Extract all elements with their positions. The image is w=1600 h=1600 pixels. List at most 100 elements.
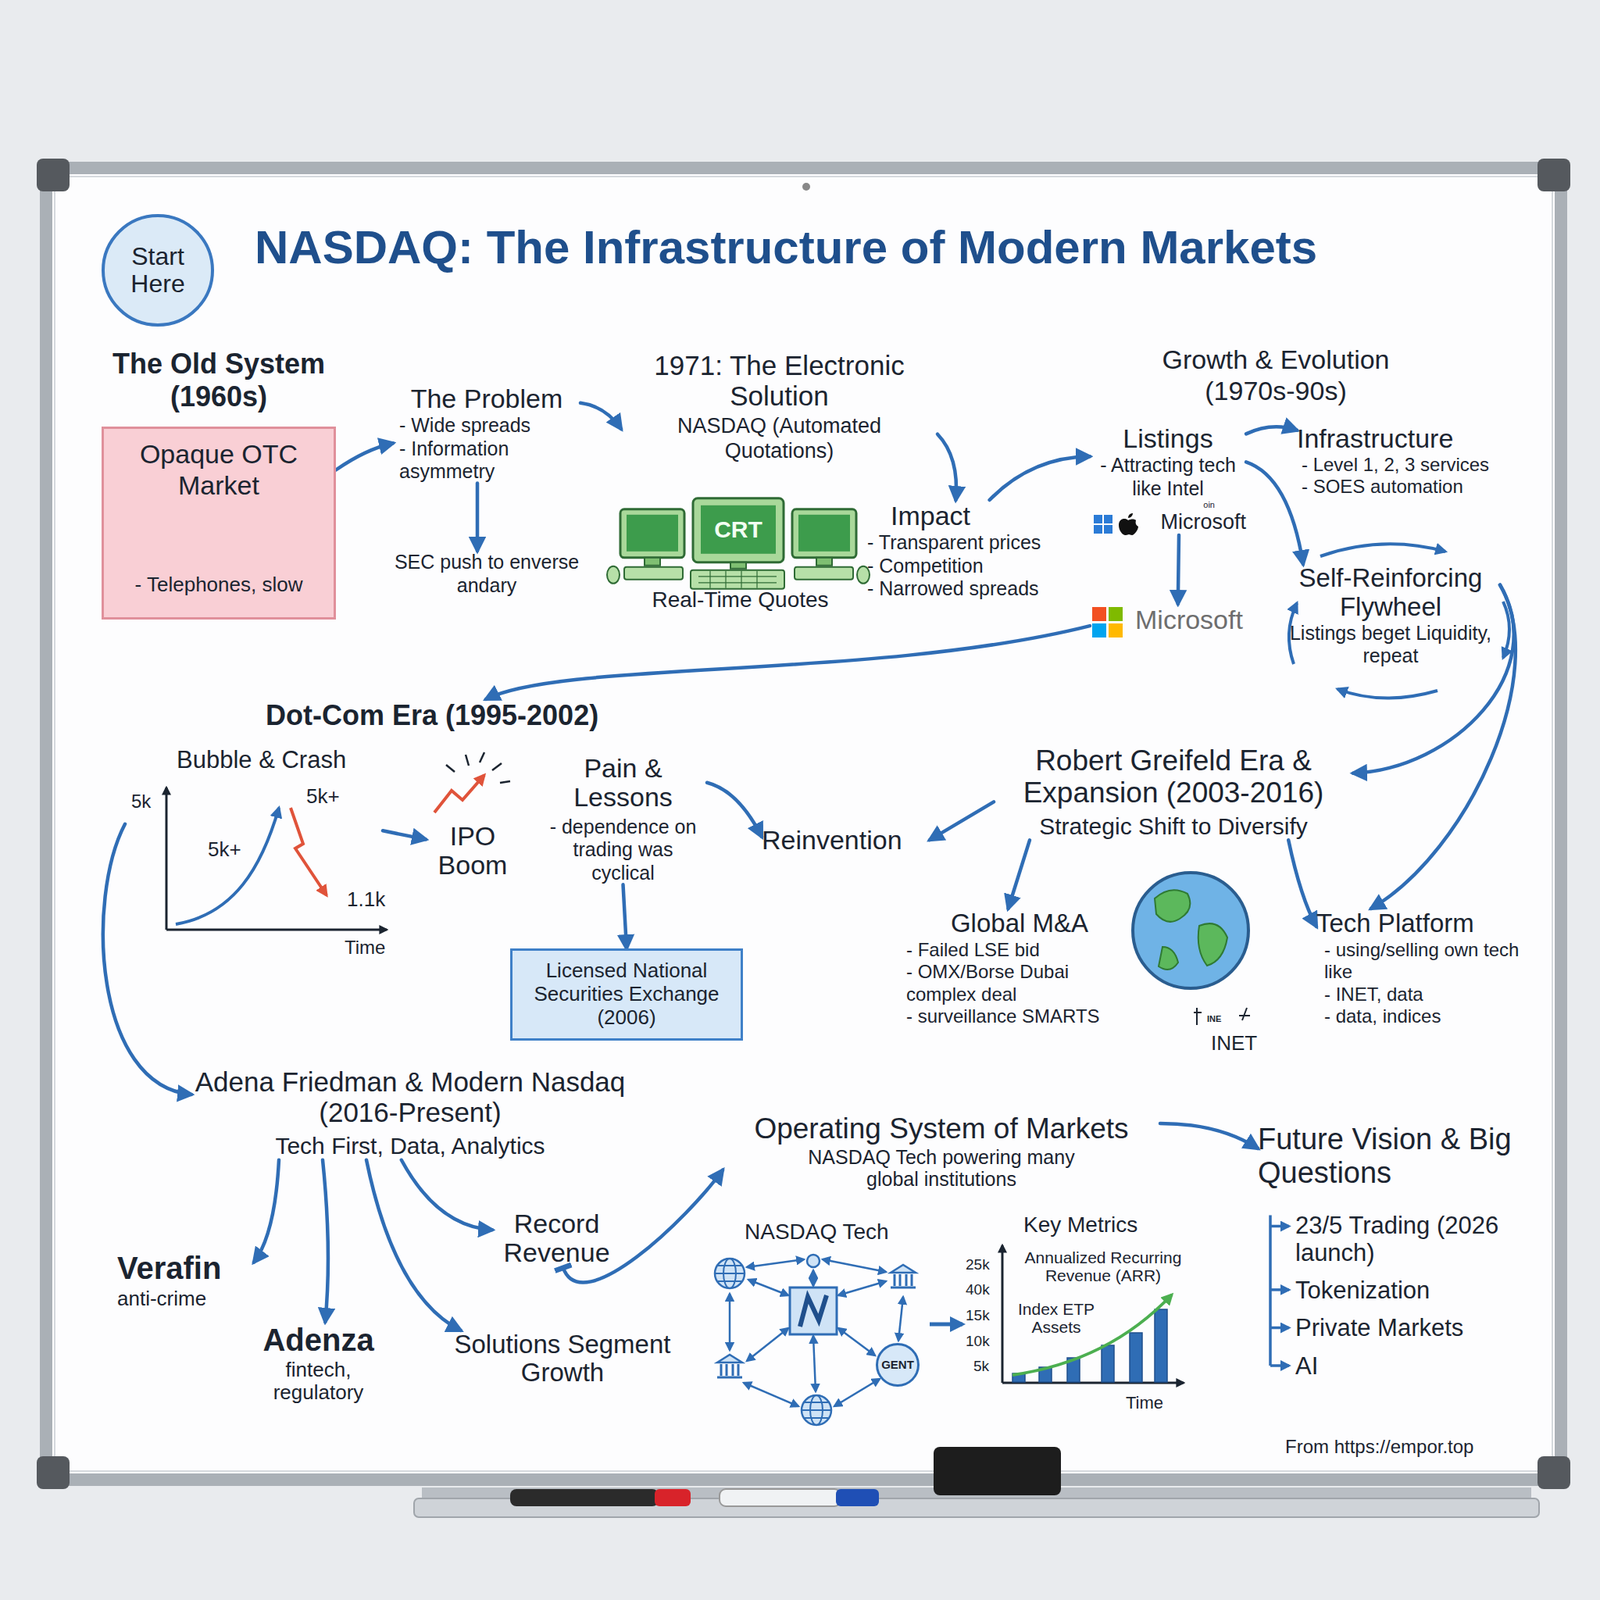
connector-arrow [253, 1160, 279, 1263]
node-heading: Operating System of Markets [722, 1111, 1161, 1147]
connector-arrow [322, 1160, 329, 1322]
connector-arrow [1246, 426, 1297, 434]
series-name: Index ETP Assets [1012, 1300, 1100, 1336]
network-graphic [807, 1254, 820, 1268]
connector-arrow [401, 1160, 493, 1230]
whiteboard [1537, 1456, 1571, 1490]
acquisition-note: Adenzafintech, regulatory [250, 1321, 387, 1404]
whiteboard [46, 167, 1561, 1480]
node-text: - Wide spreads [392, 414, 581, 438]
node-text: oin [1089, 500, 1247, 511]
brand-logos [1093, 514, 1103, 524]
node-text: - Failed LSE bid [906, 939, 1133, 961]
node-text: - Information asymmetry [392, 437, 581, 484]
axis-value: 10k [965, 1332, 990, 1350]
ipo-spike-icon [434, 752, 511, 813]
node-text: - OMX/Borse Dubai complex deal [906, 960, 1133, 1006]
node-heading: GENT [881, 1357, 915, 1372]
bubble-chart [166, 928, 387, 932]
connector-arrow [382, 830, 426, 840]
node-text: Tech First, Data, Analytics [191, 1132, 629, 1160]
connector-arrow [937, 434, 957, 500]
whiteboard [802, 182, 811, 191]
connector-arrow [475, 483, 480, 551]
graphic-title: NASDAQ Tech [744, 1218, 890, 1245]
marker-tray [835, 1489, 879, 1507]
whiteboard [54, 176, 1553, 1472]
axis-value: 5k+ [306, 784, 340, 809]
node-text: CRT [710, 515, 766, 543]
node-heading: The Problem [392, 382, 581, 415]
node-text: Tokenization [1257, 1276, 1516, 1306]
connector-arrow [580, 403, 622, 429]
metrics-chart [1101, 1345, 1115, 1383]
network-graphic [812, 1270, 815, 1286]
connector-arrow [989, 456, 1090, 500]
computer-terminals [620, 509, 685, 558]
era-heading: Adena Friedman & Modern Nasdaq (2016-Pre… [191, 1066, 629, 1161]
era-heading: Dot-Com Era (1995-2002) [265, 699, 633, 733]
node-heading: Listings [1089, 422, 1247, 454]
flywheel-arrows [1320, 543, 1446, 557]
node-heading: IPO Boom [425, 821, 520, 881]
axis-value: 5k [131, 790, 151, 813]
ipo-spike-icon [446, 752, 511, 783]
node-heading: Tech Platform [1316, 908, 1536, 940]
network-graphic [822, 1259, 886, 1272]
node-heading: Pain & Lessons [539, 753, 708, 813]
node-text: - data, indices [1316, 1005, 1536, 1028]
bracket-arrows [1270, 1288, 1290, 1292]
era-heading: Robert Greifeld Era & Expansion (2003-20… [993, 744, 1354, 840]
network-graphic [898, 1296, 904, 1341]
node-text: - Level 1, 2, 3 services [1296, 453, 1547, 476]
globe-icon [1132, 872, 1250, 1025]
marker-tray [510, 1489, 659, 1507]
mna-note: Global M&A- Failed LSE bid- OMX/Borse Du… [906, 908, 1133, 1028]
ipo-spike-icon [434, 775, 485, 813]
bubble-chart [175, 807, 279, 925]
computer-terminals [644, 557, 661, 566]
node-heading: Record Revenue [492, 1209, 622, 1268]
node-text: - Transparent prices [867, 531, 1079, 555]
old-system-box: The Old System (1960s)Opaque OTC Market-… [101, 347, 336, 620]
network-graphic [929, 1322, 963, 1327]
bubble-chart [290, 807, 327, 896]
infrastructure-note: Infrastructure- Level 1, 2, 3 services- … [1296, 422, 1547, 499]
brand-logos [1092, 513, 1139, 638]
axis-value: 1.1k [346, 887, 386, 912]
network-graphic [743, 1382, 799, 1407]
connector-arrow [707, 782, 762, 837]
globe-icon [1198, 923, 1228, 966]
bubble-chart-note: Bubble & Crash [125, 746, 383, 969]
connector-arrow [1178, 535, 1179, 604]
globe-icon [1154, 889, 1190, 922]
node-text: Opaque OTC Market [111, 438, 326, 501]
brand-logos [1128, 513, 1133, 518]
metrics-chart [1001, 1245, 1004, 1383]
whiteboard [36, 1456, 70, 1490]
ipo-note: IPO Boom [425, 821, 520, 881]
globe-icon [1193, 1007, 1250, 1025]
node-heading: Infrastructure [1296, 422, 1547, 454]
globe-icon [1158, 946, 1179, 970]
node-text: Microsoft [1089, 510, 1247, 536]
bracket-arrows [1270, 1214, 1290, 1366]
acquisition-note: Verafinanti-crime [117, 1250, 254, 1311]
axis-value: 15k [965, 1307, 990, 1325]
node-text: AI [1257, 1352, 1516, 1382]
connector-arrow [485, 625, 1090, 700]
network-circle: GENT [875, 1342, 920, 1387]
network-graphic [834, 1378, 880, 1407]
network-graphic [801, 1395, 832, 1425]
network-graphic [746, 1259, 804, 1268]
node-heading: Future Vision & Big Questions [1257, 1122, 1516, 1190]
start-circle: Start Here [101, 214, 215, 327]
flywheel-arrows [1337, 689, 1438, 699]
icon-caption: INET [1210, 1031, 1258, 1056]
bracket-arrows [1270, 1326, 1290, 1330]
node-text: NASDAQ (Automated Quotations) [621, 414, 938, 465]
connector-arrow [1160, 1123, 1258, 1149]
connector-arrow [1008, 839, 1031, 909]
metrics-chart [1154, 1309, 1168, 1383]
